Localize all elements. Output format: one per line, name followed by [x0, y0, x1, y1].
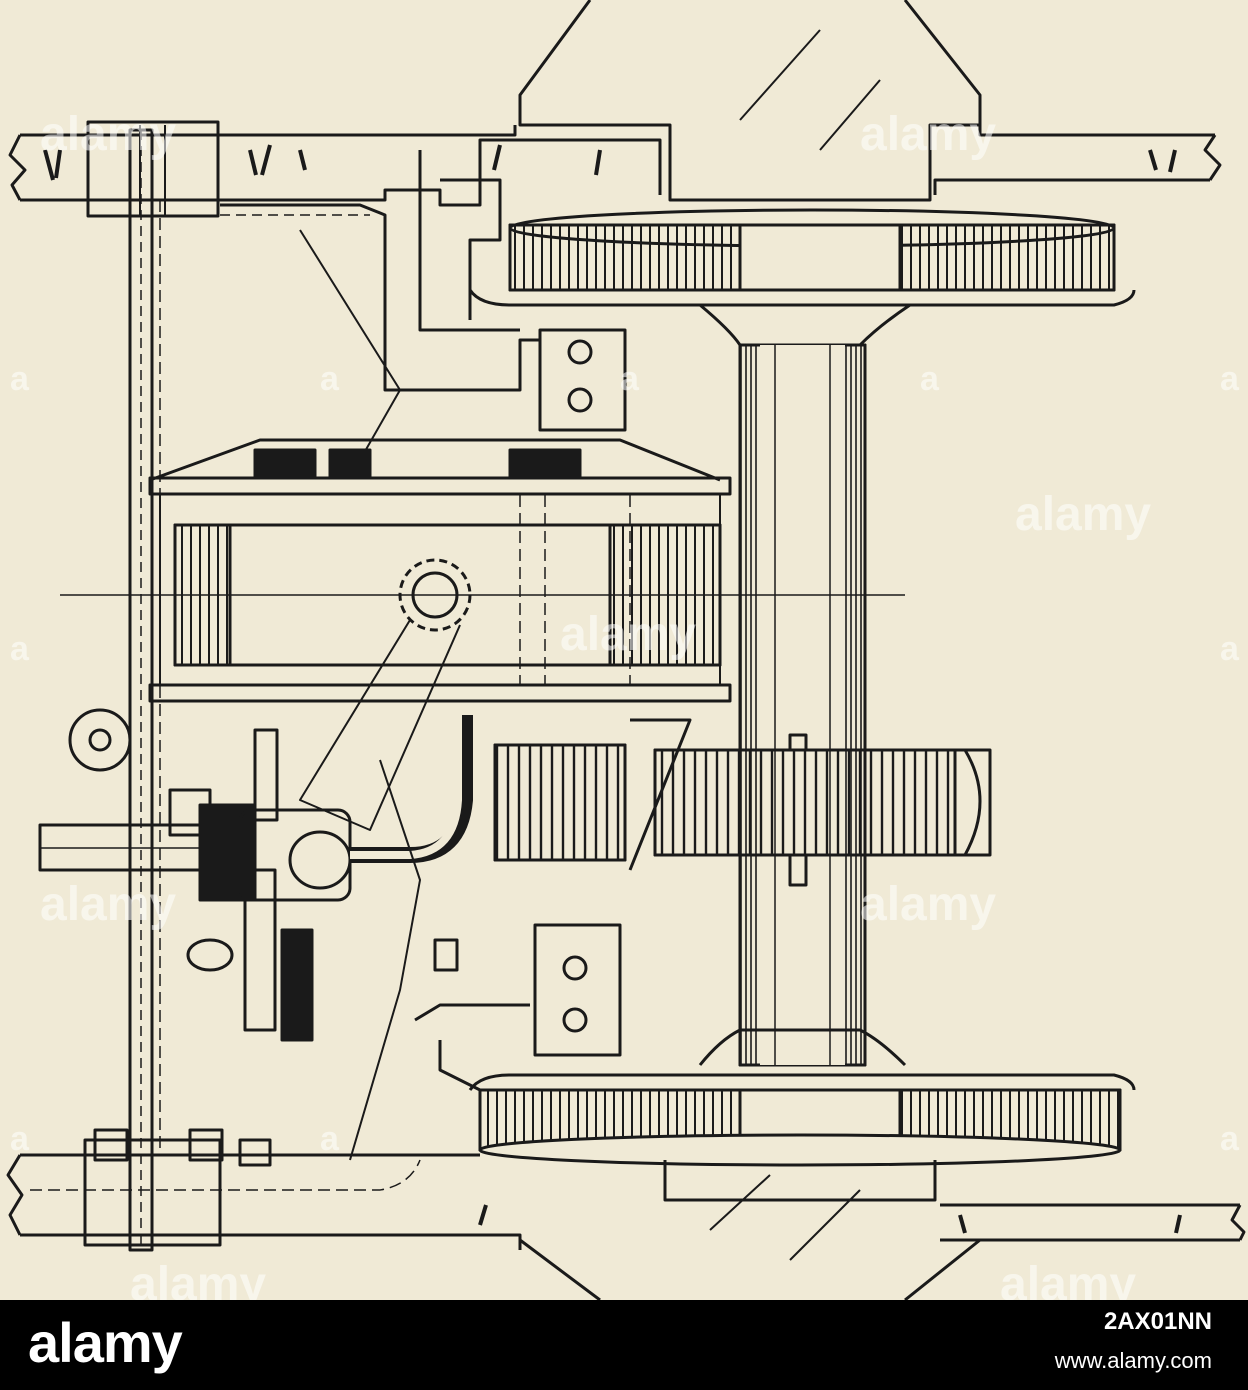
watermark-mark: a	[320, 360, 340, 398]
upper-wheel	[470, 210, 1134, 345]
upper-casting	[520, 0, 980, 200]
watermark-mark: a	[10, 360, 30, 398]
lower-bearing	[435, 925, 620, 1055]
image-id: 2AX01NN	[1104, 1308, 1212, 1336]
upper-frame-beam	[10, 122, 1220, 216]
watermark-text: alamy	[1000, 1258, 1136, 1300]
watermark-text: alamy	[860, 108, 996, 161]
upper-bearing	[540, 330, 625, 430]
watermark-text: alamy	[40, 108, 176, 161]
watermark-mark: a	[920, 360, 940, 398]
watermark-text: alamy	[1015, 488, 1151, 541]
lower-casting	[520, 1160, 980, 1300]
watermark-mark: a	[1220, 1120, 1240, 1158]
watermark-mark: a	[10, 630, 30, 668]
motor-housing	[150, 440, 730, 701]
site-url[interactable]: www.alamy.com	[1055, 1348, 1212, 1374]
watermark-mark: a	[10, 1120, 30, 1158]
watermark-text: alamy	[560, 608, 696, 661]
watermark-mark: a	[1220, 360, 1240, 398]
stock-footer: alamy 2AX01NN www.alamy.com	[0, 1300, 1248, 1390]
watermark-mark: a	[320, 1120, 340, 1158]
mechanical-drawing: alamy alamy alamy alamy alamy alamy alam…	[0, 0, 1248, 1300]
bracket-arm	[220, 150, 540, 460]
watermark-text: alamy	[40, 878, 176, 931]
left-frame-bar	[130, 130, 160, 1250]
watermark-text: alamy	[130, 1258, 266, 1300]
watermark-mark: a	[620, 360, 640, 398]
watermark-mark: a	[1220, 630, 1240, 668]
brand-logo[interactable]: alamy	[28, 1310, 182, 1375]
watermark-text: alamy	[860, 878, 996, 931]
axle	[740, 345, 865, 1065]
